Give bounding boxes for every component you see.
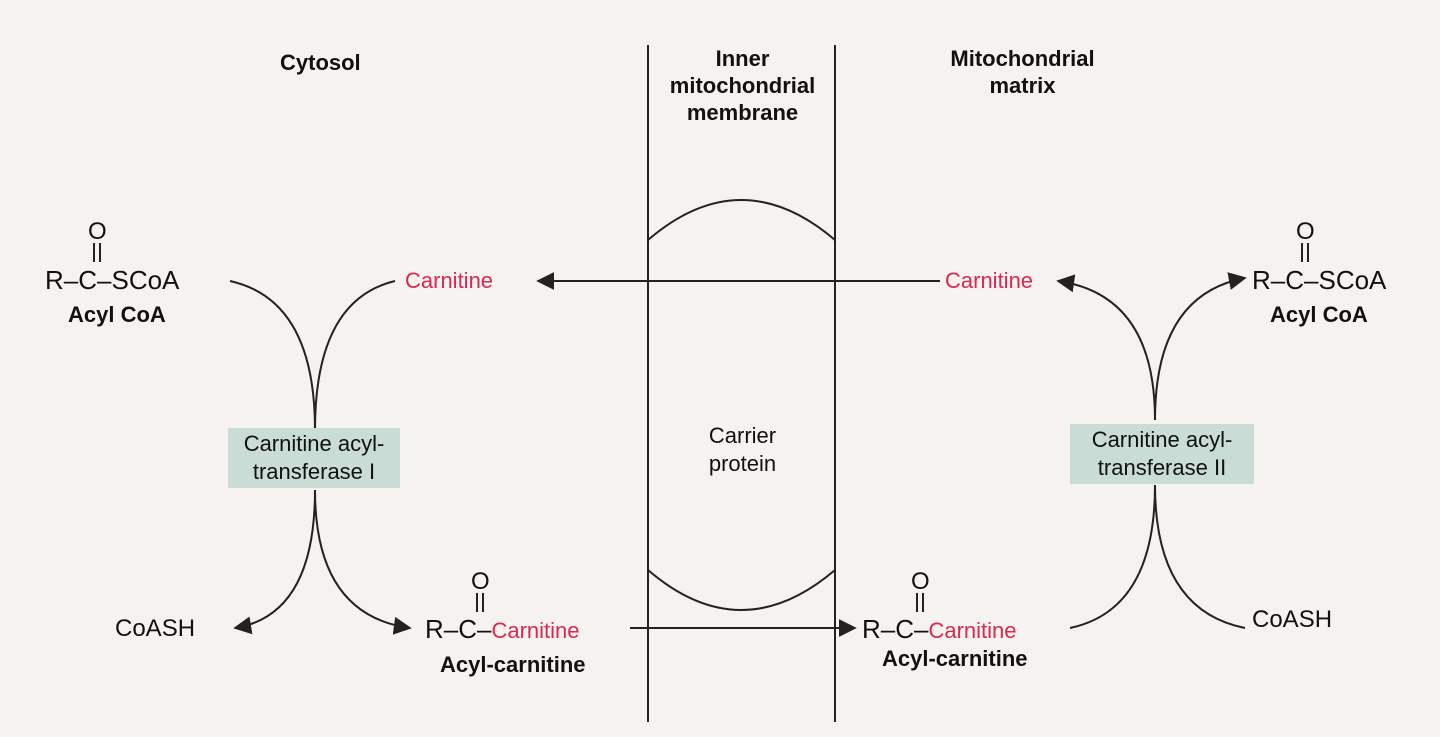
cat1-label-line2: transferase I [252, 459, 376, 484]
left-coash: CoASH [115, 615, 196, 642]
cat2-curve-lower-right [1154, 484, 1246, 629]
cytosol-label: Cytosol [280, 50, 361, 75]
right-acylcarnitine-name: Acyl-carnitine [882, 646, 1028, 671]
carrier-protein-label: Carrier protein [650, 422, 835, 478]
right-acylcarnitine-prefix: R–C– [862, 614, 929, 644]
cat1-curve-upper-right [314, 280, 396, 431]
carnitine-acyltransferase-1-box: Carnitine acyl- transferase I [228, 428, 400, 488]
inner-membrane-label-line2: mitochondrial [669, 73, 816, 98]
cat1-label-line1: Carnitine acyl- [243, 431, 385, 456]
carnitine-acyltransferase-2-box: Carnitine acyl- transferase II [1070, 424, 1254, 484]
matrix-label: Mitochondrial matrix [925, 45, 1120, 99]
inner-membrane-label: Inner mitochondrial membrane [650, 45, 835, 126]
left-acylcarnitine-carnitine: Carnitine [491, 618, 580, 643]
left-acylcoa-oxygen: O [88, 218, 107, 245]
right-coash: CoASH [1252, 606, 1333, 633]
left-acylcarnitine-name: Acyl-carnitine [440, 652, 586, 677]
right-acylcarnitine-carnitine: Carnitine [928, 618, 1017, 643]
carrier-protein-label-line1: Carrier [708, 423, 777, 448]
right-acylcoa-formula: R–C–SCoA [1252, 265, 1387, 295]
right-acylcarnitine-formula: R–C–Carnitine [862, 614, 1017, 645]
right-acylcarnitine-oxygen: O [911, 568, 930, 595]
right-acylcoa-name: Acyl CoA [1270, 302, 1368, 327]
inner-membrane-label-line3: membrane [686, 100, 799, 125]
cat2-curve-upper-left [1069, 484, 1156, 629]
cat2-label-line1: Carnitine acyl- [1091, 427, 1233, 452]
carrier-protein-label-line2: protein [708, 451, 777, 476]
left-acylcarnitine-oxygen: O [471, 568, 490, 595]
cat1-curve-lower-left [233, 489, 316, 635]
left-acylcoa-formula: R–C–SCoA [45, 265, 180, 295]
left-acylcarnitine-formula: R–C–Carnitine [425, 614, 580, 645]
matrix-label-line1: Mitochondrial [950, 46, 1095, 71]
left-acylcarnitine-prefix: R–C– [425, 614, 492, 644]
cat2-curve-upper-to-carnitine [1056, 274, 1156, 421]
left-acylcoa-name: Acyl CoA [68, 302, 166, 327]
left-carnitine: Carnitine [405, 268, 494, 293]
carrier-arc-bottom [647, 569, 836, 611]
carrier-arc-top [647, 199, 836, 241]
cat1-curve-upper-left [229, 280, 316, 431]
cat1-curve-lower-right [314, 489, 412, 635]
inner-membrane-label-line1: Inner [715, 46, 770, 71]
right-carnitine: Carnitine [945, 268, 1034, 293]
cat2-curve-upper-to-acylcoa [1154, 272, 1247, 421]
right-acylcoa-oxygen: O [1296, 218, 1315, 245]
matrix-label-line2: matrix [989, 73, 1056, 98]
cat2-label-line2: transferase II [1097, 455, 1227, 480]
